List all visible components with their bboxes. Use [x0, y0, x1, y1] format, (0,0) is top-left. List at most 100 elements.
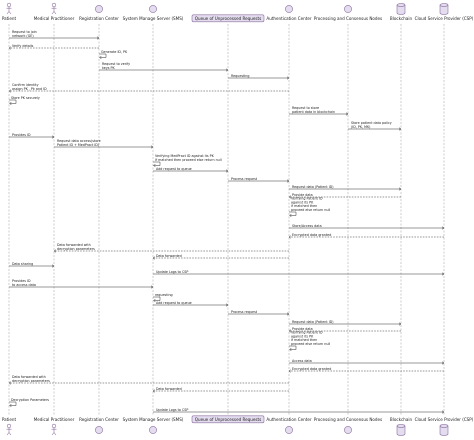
- message-label: Store patient data policy: [351, 121, 392, 125]
- circle-icon: [149, 5, 157, 13]
- self-message-arrow: [153, 296, 161, 301]
- arrow-head: [153, 298, 156, 303]
- queue-box: [191, 14, 265, 23]
- message: Add request to queue: [153, 301, 229, 307]
- message: Process request: [228, 310, 290, 316]
- message-label: Provide data: [292, 193, 313, 197]
- message: Verify details: [8, 44, 99, 50]
- message: requesting: [153, 293, 173, 303]
- message: Request data (Patient ID): [289, 185, 402, 191]
- message: Generate ID, PK: [99, 50, 128, 60]
- arrow-head: [398, 322, 402, 326]
- self-message-arrow: [9, 99, 17, 104]
- database-icon: [439, 424, 449, 436]
- arrow-head: [225, 68, 229, 72]
- arrow-head: [286, 179, 290, 183]
- arrow-head: [8, 46, 12, 50]
- arrow-head: [289, 213, 292, 218]
- message: Update Logs to CSP: [153, 408, 445, 414]
- message-label: Store PK securely: [11, 96, 40, 100]
- message-label: Update Logs to CSP: [156, 270, 188, 274]
- lifelines: [8, 24, 445, 416]
- participant-label-patient: Patient: [2, 16, 17, 21]
- participant-label-mp: Medical Practitioner: [34, 16, 75, 21]
- message-label: Confirm identity: [12, 83, 39, 87]
- arrow-head: [286, 76, 290, 80]
- arrow-head: [288, 329, 292, 333]
- message: Store PK securely: [9, 96, 40, 106]
- participant-label-csp: Cloud Service Provider (CSP): [415, 16, 474, 21]
- arrow-head: [225, 303, 229, 307]
- participant-label-pcn: Processing and Consensus Nodes: [314, 16, 382, 21]
- message-label: Update Logs to CSP: [156, 408, 188, 412]
- self-message-arrow: [153, 161, 161, 166]
- self-message-arrow: [9, 401, 17, 406]
- message: Encrypted data granted: [288, 367, 444, 373]
- message-label: Data forwarded: [156, 387, 182, 391]
- message: Provide data: [288, 193, 401, 199]
- arrow-head: [288, 195, 292, 199]
- message: Data forwarded: [152, 254, 289, 260]
- arrow-head: [288, 369, 292, 373]
- message-label: against its PK: [291, 200, 314, 204]
- message-label: decryption parameters: [57, 247, 95, 251]
- message-label: Requesting: [231, 74, 250, 78]
- message-label: Store/Access data: [292, 224, 322, 228]
- message: Access data: [289, 359, 445, 365]
- participant-label-patient: Patient: [2, 417, 17, 422]
- queue-box: [191, 415, 265, 424]
- message-label: against its PK: [291, 334, 314, 338]
- message: Requesting: [228, 74, 290, 80]
- arrow-head: [225, 169, 229, 173]
- message-label: Request data access(store: [57, 139, 101, 143]
- circle-icon: [149, 426, 157, 434]
- message-label: Generate ID, PK: [101, 50, 128, 54]
- message-label: Data forwarded with: [57, 243, 91, 247]
- arrow-head: [51, 135, 55, 139]
- message-label: Data forwarded with: [12, 375, 46, 379]
- arrow-head: [152, 256, 156, 260]
- participant-label-rc: Registration Center: [79, 417, 119, 422]
- arrow-head: [345, 112, 349, 116]
- message-label: Encrypted data granted: [292, 367, 331, 371]
- message-label: Request data (Patient ID): [292, 185, 334, 189]
- message-label: If matched then proceed else return null: [155, 158, 222, 162]
- arrow-head: [152, 389, 156, 393]
- message-label: assign PK , Pk and ID: [12, 87, 47, 91]
- message-label: Verifying Patient ID: [291, 331, 323, 335]
- participant-label-sms: System Manage Server (SMS): [123, 417, 184, 422]
- circle-icon: [344, 426, 352, 434]
- message-label: if matched then: [291, 204, 317, 208]
- message-label: Decryption Parameters: [11, 398, 49, 402]
- participant-label-csp: Cloud Service Provider (CSP): [415, 417, 474, 422]
- arrow-head: [9, 101, 12, 106]
- message-label: proceed else return null: [291, 342, 330, 346]
- arrow-head: [150, 145, 154, 149]
- circle-icon: [285, 426, 293, 434]
- participant-label-queue: Queue of Unprocessed Requests: [195, 417, 262, 422]
- arrow-head: [398, 127, 402, 131]
- arrow-head: [8, 381, 12, 385]
- participant-label-sms: System Manage Server (SMS): [123, 16, 184, 21]
- arrow-head: [53, 249, 57, 253]
- database-icon: [396, 3, 406, 15]
- arrow-head: [9, 403, 12, 408]
- message: Update Logs to CSP: [153, 270, 445, 276]
- message-label: Verifying Patient ID: [291, 197, 323, 201]
- message-label: Verifying MedPract ID against its PK: [155, 154, 215, 158]
- actor-icon: [51, 423, 57, 436]
- message-label: keys PK: [102, 66, 116, 70]
- actor-icon: [51, 2, 57, 15]
- message-label: (ID, PK, MK): [351, 125, 370, 129]
